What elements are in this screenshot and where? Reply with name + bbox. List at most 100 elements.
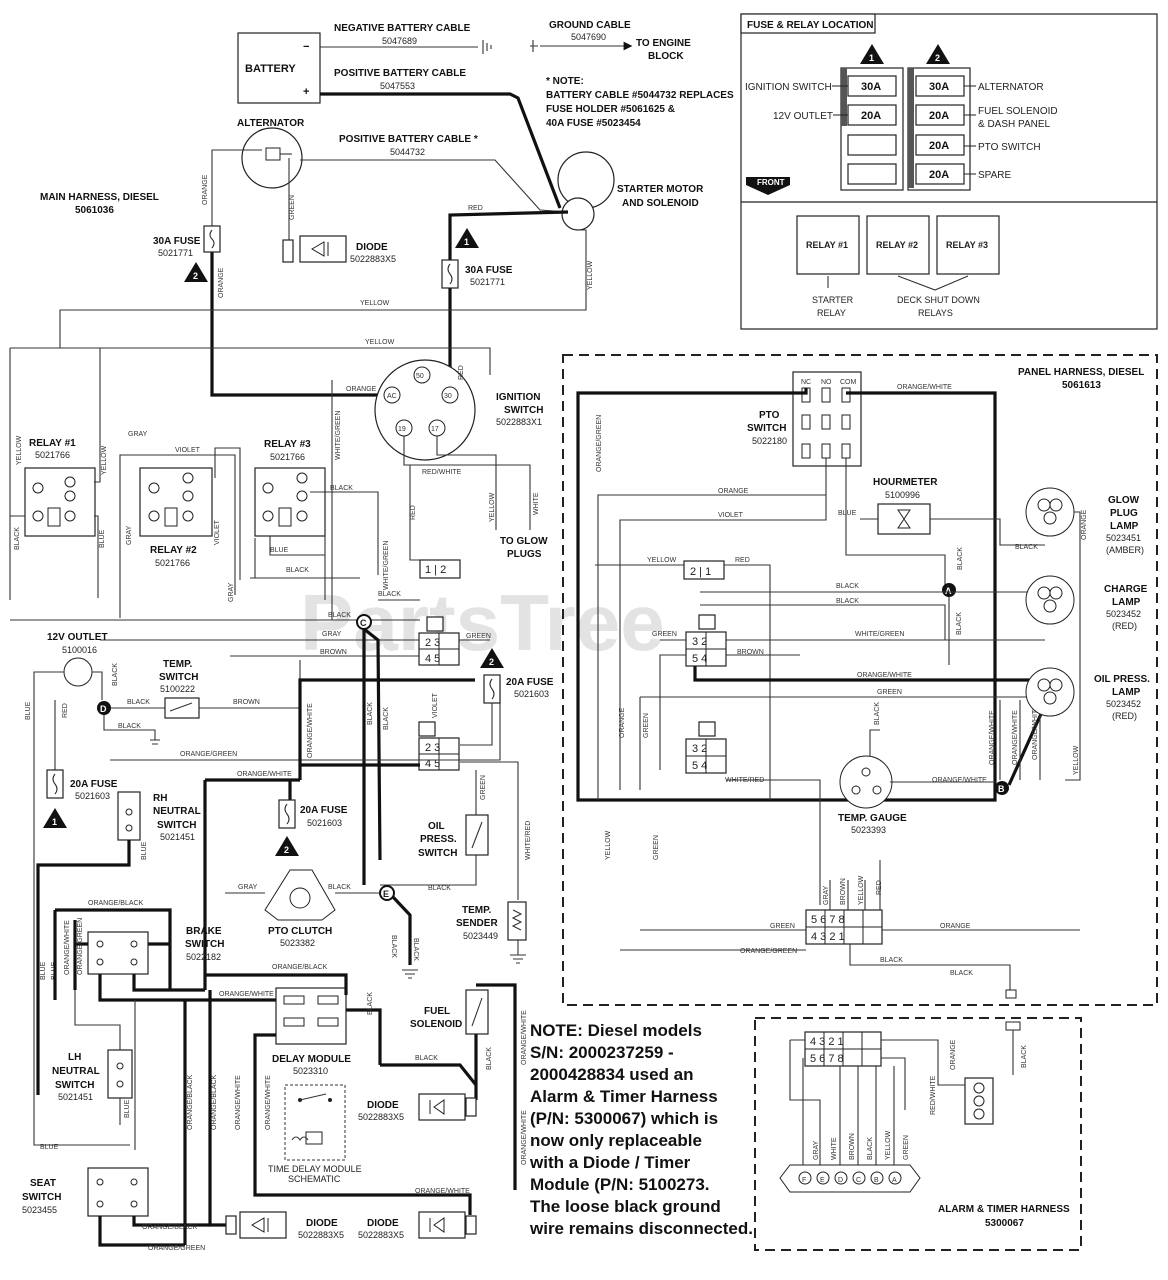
clutch-part: 5023382 [280,938,315,948]
glow-plug-lamp: GLOW PLUG LAMP 5023451 (AMBER) [1025,487,1144,555]
main-harness-part: 5061036 [75,205,114,216]
sender-part: 5023449 [463,931,498,941]
wire-orange-white-delay-v: ORANGE/WHITE [265,1075,272,1130]
wire-black-outlet: BLACK [112,663,119,686]
lh-label-2: NEUTRAL [52,1066,100,1077]
svg-text:1 | 2: 1 | 2 [425,564,446,576]
wire-orange-white-pto: ORANGE/WHITE [897,384,952,391]
wire-orange-green-mid: ORANGE/GREEN [180,751,237,758]
sender-label-1: TEMP. [462,905,491,916]
neg-cable-label: NEGATIVE BATTERY CABLE [334,23,471,34]
wire-green-panel2: GREEN [877,689,902,696]
wire-green-8pin: GREEN [770,923,795,930]
wire-black-8pin2: BLACK [950,970,973,977]
wire-yellow-ign: YELLOW [489,492,496,522]
wire-black-r3: BLACK [330,485,353,492]
panel-conn-1234: 3 2 5 4 [685,721,727,774]
wire-orange-white-brake: ORANGE/WHITE [64,920,71,975]
wire-violet-r2: VIOLET [175,447,201,454]
relay1-part: 5021766 [35,450,70,460]
wire-blue-r1: BLUE [99,529,106,548]
wire-orange-white-mid: ORANGE/WHITE [237,771,292,778]
marker-1: 1 [869,53,874,63]
wire-orange-green-brake: ORANGE/GREEN [77,918,84,975]
wire-black-e2: BLACK [412,938,419,961]
relay3-part: 5021766 [270,452,305,462]
battery-label: BATTERY [245,63,296,75]
charge-lamp: CHARGE LAMP 5023452 (RED) [1025,575,1148,631]
wire-orange-8pin: ORANGE [940,923,971,930]
glow-lamp-part: 5023451 [1106,533,1141,543]
pos-cable-label: POSITIVE BATTERY CABLE [334,68,466,79]
outlet-part: 5100016 [62,645,97,655]
star-note-1: * NOTE: [546,76,584,87]
ground-cable-part: 5047690 [571,32,606,42]
pto-com: COM [840,379,857,386]
wire-red-8pin: RED [876,880,883,895]
wire-black-d: BLACK [127,699,150,706]
big-note-2: S/N: 2000237259 - [530,1043,674,1062]
big-note-10: wire remains disconnected. [529,1219,753,1238]
wire-blue-brake: BLUE [40,961,47,980]
temp-gauge: TEMP. GAUGE 5023393 [838,755,907,835]
ignition-switch: 50 30 AC 19 17 IGNITION SWITCH 5022883X1 [374,359,543,461]
lh-label-1: LH [68,1052,81,1063]
tdm-label-2: SCHEMATIC [288,1174,341,1184]
relay-1: RELAY #1 5021766 [24,438,96,537]
engine-line2: BLOCK [648,51,684,62]
hourmeter-part: 5100996 [885,490,920,500]
oilp-label-1: OIL PRESS. [1094,674,1150,685]
svg-text:3 2: 3 2 [692,636,707,648]
temp-switch: TEMP. SWITCH 5100222 [159,659,200,719]
wire-black-clutch: BLACK [328,884,351,891]
charge-part: 5023452 [1106,609,1141,619]
wire-white-glow: WHITE [533,492,540,515]
wire-yellow-starter: YELLOW [587,260,594,290]
charge-label-1: CHARGE [1104,584,1148,595]
wire-orange-lamp: ORANGE [1081,509,1088,540]
star-note-3: FUSE HOLDER #5061625 & [546,104,675,115]
temp-switch-label-2: SWITCH [159,672,198,683]
fuse-label-ign: IGNITION SWITCH [745,82,832,93]
glow-plugs-label-1: TO GLOW [500,536,548,547]
wire-orange-black-v1: ORANGE/BLACK [187,1074,194,1130]
wire-green-panel: GREEN [652,631,677,638]
hourmeter-label: HOURMETER [873,477,938,488]
wire-orange-green-pto: ORANGE/GREEN [596,415,603,472]
diode-br-part: 5022883X5 [358,1230,404,1240]
svg-text:3 2: 3 2 [692,743,707,755]
wire-gray-8pin: GRAY [823,885,830,905]
alternator-label: ALTERNATOR [237,118,305,129]
wire-black-oil: BLACK [428,885,451,892]
brake-part: 5022182 [186,952,221,962]
big-note-7: with a Diode / Timer [529,1153,691,1172]
wire-orange-black-v2: ORANGE/BLACK [211,1074,218,1130]
svg-text:D: D [838,1177,843,1184]
svg-text:B: B [874,1177,879,1184]
svg-text:5 4: 5 4 [692,760,707,772]
pos2-cable-label: POSITIVE BATTERY CABLE * [339,134,478,145]
svg-text:2 3: 2 3 [425,742,440,754]
oilp-part: 5023452 [1106,699,1141,709]
wire-orange-green-8pin: ORANGE/GREEN [740,948,797,955]
wire-black-a: BLACK [836,583,859,590]
lh-part: 5021451 [58,1092,93,1102]
svg-text:4 5: 4 5 [425,653,440,665]
panel-harness-part: 5061613 [1062,380,1101,391]
fuse-label-fuel2: & DASH PANEL [978,119,1050,130]
pto-no: NO [821,379,832,386]
tdm-label-1: TIME DELAY MODULE [268,1164,362,1174]
brake-switch: BRAKE SWITCH 5022182 [87,926,224,975]
wire-yellow-r1: YELLOW [101,445,108,475]
wire-black-a2: BLACK [836,598,859,605]
wire-black-fuel: BLACK [415,1055,438,1062]
glow-lamp-label-1: GLOW [1108,495,1140,506]
front-arrow-label: FRONT [757,178,785,187]
diode-bl-label: DIODE [306,1218,338,1229]
wire-orange-black-brake: ORANGE/BLACK [88,900,144,907]
wire-red-ign: RED [458,365,465,380]
wire-black-glow: BLACK [1015,544,1038,551]
wire-red-panel: RED [735,557,750,564]
wire-white-red-sender: WHITE/RED [525,821,532,860]
seat-label-2: SWITCH [22,1192,61,1203]
